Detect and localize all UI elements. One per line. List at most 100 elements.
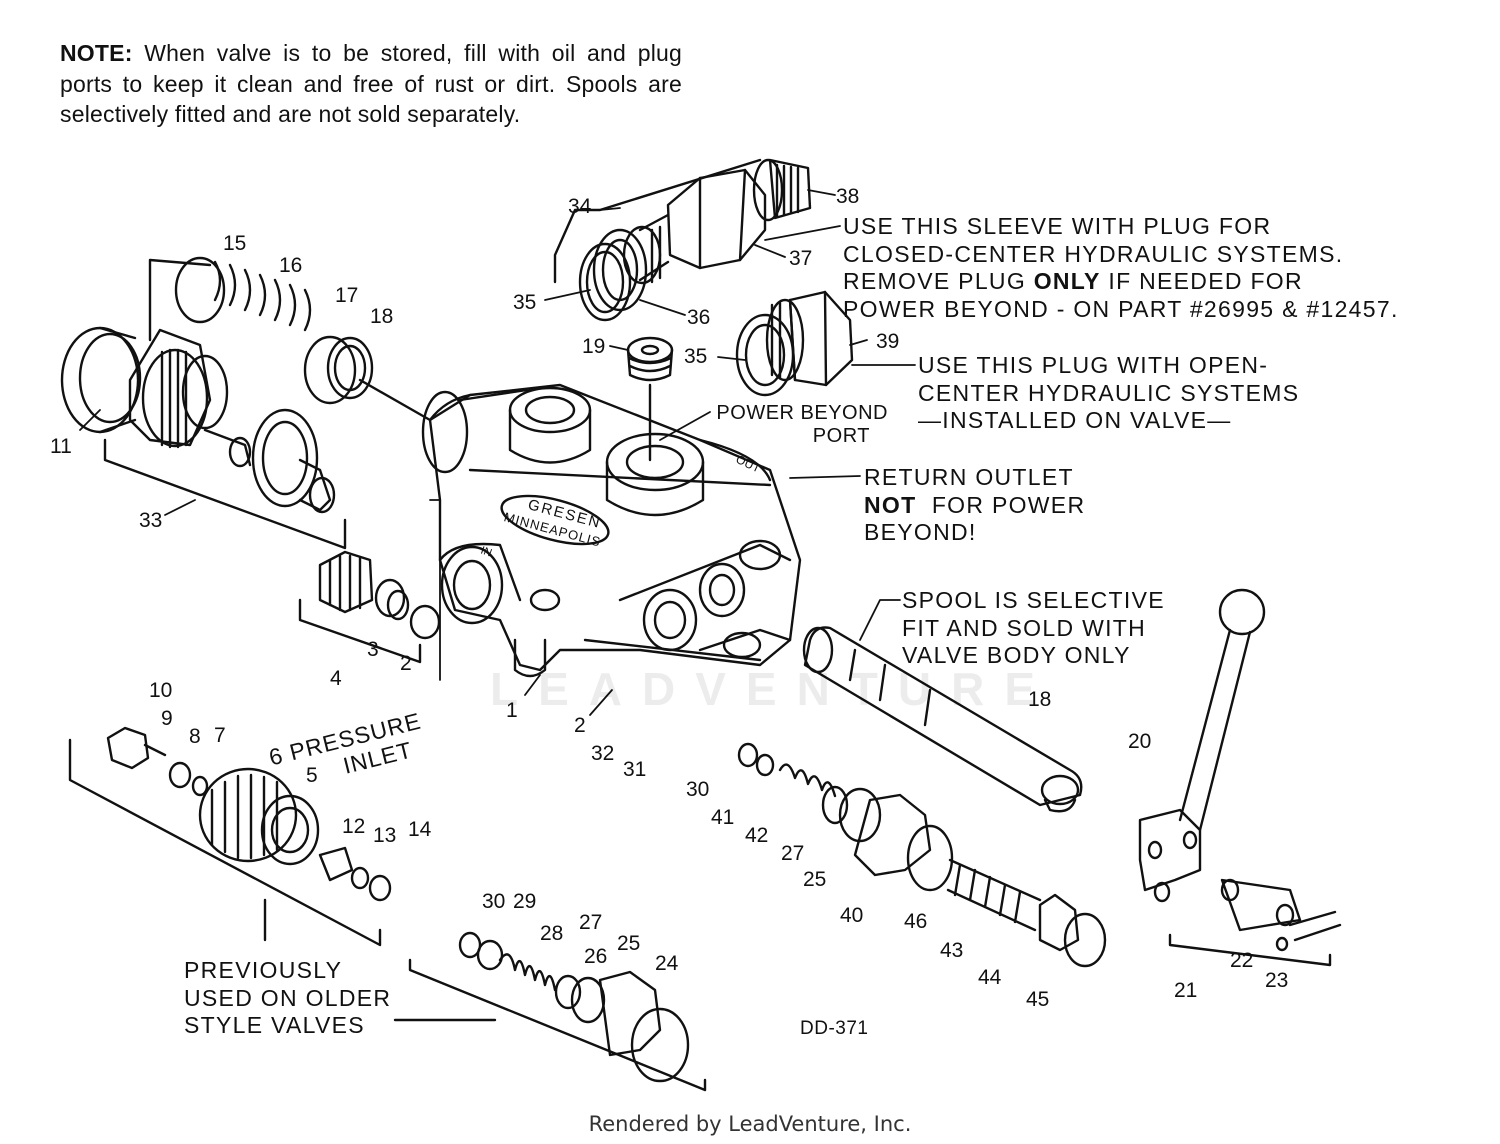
plug-callout-line-3: —INSTALLED ON VALVE— (918, 407, 1232, 433)
part-label-18b: 18 (1028, 688, 1051, 711)
check-group (298, 550, 441, 664)
part-label-7: 7 (214, 724, 226, 747)
note-text: When valve is to be stored, fill with oi… (60, 40, 682, 127)
sleeve-callout-line-2: CLOSED-CENTER HYDRAULIC SYSTEMS. (843, 240, 1344, 267)
spool-callout-line-2: FIT AND SOLD WITH (902, 614, 1147, 641)
part-label-31: 31 (623, 758, 646, 781)
remove-plug-text: REMOVE PLUG (843, 268, 1034, 294)
plug-assembly (735, 290, 854, 397)
part-label-1: 1 (506, 699, 518, 722)
part-label-24: 24 (655, 952, 679, 975)
part-label-18a: 18 (370, 305, 393, 328)
relief-group (60, 256, 432, 550)
sleeve-assembly (553, 158, 812, 322)
previously-used-line-1: PREVIOUSLY (184, 957, 343, 983)
return-outlet-line-3: BEYOND! (864, 519, 977, 545)
detent-group-right (737, 742, 1107, 968)
part-label-30a: 30 (482, 890, 505, 913)
lever-assembly (1138, 588, 1342, 967)
valve-body (421, 383, 802, 678)
leader-lines (79, 189, 916, 716)
part-label-5: 5 (306, 764, 318, 787)
part-label-20: 20 (1128, 730, 1151, 753)
pressure-inlet-label: 6 PRESSURE INLET (266, 708, 423, 779)
plug-callout-line-2: CENTER HYDRAULIC SYSTEMS (918, 379, 1300, 406)
part-label-34: 34 (568, 195, 592, 218)
return-outlet-for-power: FOR POWER (916, 491, 1086, 518)
plug-callout-line-1: USE THIS PLUG WITH OPEN- (918, 352, 1269, 378)
part-label-40: 40 (840, 904, 863, 927)
part-label-38: 38 (836, 185, 859, 208)
part-label-15: 15 (223, 232, 246, 255)
note-lead: NOTE: (60, 40, 133, 66)
spool-callout: SPOOL IS SELECTIVE FIT AND SOLD WITH VAL… (902, 587, 1165, 670)
part-label-4: 4 (330, 667, 342, 690)
part-label-37: 37 (789, 247, 812, 270)
part-label-36: 36 (687, 306, 710, 329)
return-outlet-line-2: NOT FOR POWER (864, 492, 1085, 520)
power-beyond-port-line-2: PORT (812, 425, 870, 447)
part-label-13: 13 (373, 824, 396, 847)
footer-credit: Rendered by LeadVenture, Inc. (588, 1112, 912, 1136)
part-label-21: 21 (1174, 979, 1197, 1002)
part-label-27b: 27 (781, 842, 804, 865)
part-label-30b: 30 (686, 778, 709, 801)
sleeve-callout: USE THIS SLEEVE WITH PLUG FOR CLOSED-CEN… (843, 213, 1399, 323)
part-label-17: 17 (335, 284, 358, 307)
part-number-labels: 1 2 2 3 4 5 7 8 9 10 11 12 13 14 15 16 1… (50, 185, 1288, 1011)
storage-note: NOTE: When valve is to be stored, fill w… (60, 38, 682, 130)
previously-used-callout: PREVIOUSLY USED ON OLDER STYLE VALVES (184, 957, 391, 1040)
part-label-26: 26 (584, 945, 607, 968)
part-label-2b: 2 (574, 714, 586, 737)
part-label-35a: 35 (513, 291, 536, 314)
detent-group-lower (393, 931, 707, 1092)
port-in-label: IN (479, 545, 493, 560)
part-label-28: 28 (540, 922, 563, 945)
part-label-25b: 25 (803, 868, 826, 891)
fitting-19 (626, 336, 674, 462)
sleeve-callout-line-4: POWER BEYOND - ON PART #26995 & #12457. (843, 295, 1399, 322)
part-label-10: 10 (149, 679, 172, 702)
return-outlet-callout: RETURN OUTLET NOT FOR POWER BEYOND! (864, 464, 1085, 547)
inlet-group (68, 726, 392, 947)
part-label-2a: 2 (400, 652, 412, 675)
part-label-9: 9 (161, 707, 173, 730)
part-label-25a: 25 (617, 932, 640, 955)
part-label-43: 43 (940, 939, 963, 962)
part-label-12: 12 (342, 815, 365, 838)
spool-callout-line-1: SPOOL IS SELECTIVE (902, 587, 1165, 613)
previously-used-line-3: STYLE VALVES (184, 1012, 365, 1038)
part-label-42: 42 (745, 824, 768, 847)
part-label-35b: 35 (684, 345, 707, 368)
part-label-3: 3 (367, 638, 379, 661)
watermark: LEADVENTURE (490, 663, 1056, 715)
sleeve-callout-line-3: REMOVE PLUG ONLY IF NEEDED FOR (843, 268, 1399, 296)
spool (802, 626, 1083, 813)
power-beyond-port-line-1: POWER BEYOND (716, 402, 888, 424)
spool-callout-line-3: VALVE BODY ONLY (902, 642, 1131, 668)
part-label-39: 39 (876, 330, 899, 353)
part-label-45: 45 (1026, 988, 1049, 1011)
part-label-33: 33 (139, 509, 162, 532)
port-out-label: OUT (734, 452, 763, 476)
part-label-32: 32 (591, 742, 614, 765)
remove-plug-only: ONLY (1033, 268, 1101, 294)
part-label-19: 19 (582, 335, 605, 358)
part-label-14: 14 (408, 818, 432, 841)
part-label-23: 23 (1265, 969, 1288, 992)
return-outlet-not: NOT (864, 491, 917, 518)
return-outlet-line-1: RETURN OUTLET (864, 464, 1074, 490)
part-label-46: 46 (904, 910, 927, 933)
previously-used-line-2: USED ON OLDER (184, 984, 392, 1011)
part-label-22: 22 (1230, 949, 1253, 972)
part-label-11: 11 (50, 435, 72, 458)
part-label-41: 41 (711, 806, 734, 829)
remove-plug-if-needed: IF NEEDED FOR (1100, 268, 1303, 294)
sleeve-callout-line-1: USE THIS SLEEVE WITH PLUG FOR (843, 213, 1272, 239)
part-label-27a: 27 (579, 911, 602, 934)
part-label-16: 16 (279, 254, 302, 277)
power-beyond-port-label: POWER BEYOND PORT (716, 402, 888, 448)
plug-callout: USE THIS PLUG WITH OPEN- CENTER HYDRAULI… (918, 352, 1299, 435)
part-label-29: 29 (513, 890, 536, 913)
